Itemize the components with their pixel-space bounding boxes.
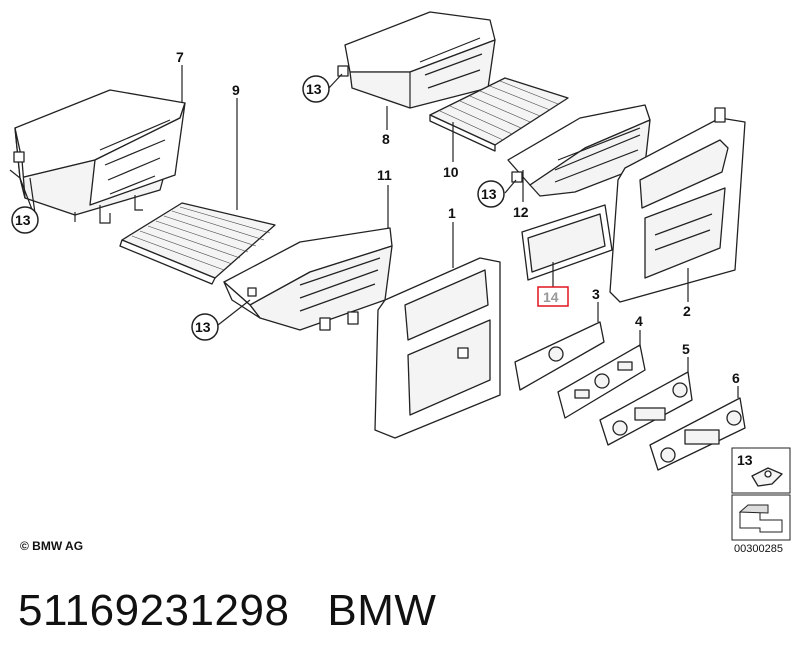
callout-14-highlight-box (537, 286, 569, 307)
callout-10: 10 (443, 164, 459, 180)
part-4-control-panel (557, 344, 646, 419)
callout-2: 2 (683, 303, 691, 319)
callout-13-c: 13 (195, 319, 211, 335)
callout-13-b: 13 (306, 81, 322, 97)
part-9-filter-mat (119, 202, 276, 285)
legend-13-label: 13 (737, 452, 753, 468)
part-11-storage-compartment (223, 227, 393, 331)
callout-1: 1 (448, 205, 456, 221)
footer-caption: 51169231298 BMW (18, 586, 436, 636)
part-number: 51169231298 (18, 586, 290, 635)
part-1-trim-panel (374, 257, 501, 439)
callout-9: 9 (232, 82, 240, 98)
part-2-trim-panel (609, 107, 746, 303)
callout-13-a: 13 (15, 212, 31, 228)
part-6-control-panel (649, 397, 746, 471)
part-10-filter-mat (429, 77, 569, 152)
callout-13-circle-b (302, 75, 330, 103)
callout-8: 8 (382, 131, 390, 147)
legend-arrow-box (731, 494, 791, 541)
part-8-storage-compartment (337, 11, 496, 109)
callout-14: 14 (543, 289, 559, 305)
brand-name: BMW (327, 586, 437, 635)
callout-6: 6 (732, 370, 740, 386)
callout-7: 7 (176, 49, 184, 65)
part-5-control-panel (599, 371, 693, 446)
callout-13-d: 13 (481, 186, 497, 202)
parts-diagram: 7 9 11 8 10 12 1 2 3 4 5 6 14 13 13 13 1… (9, 11, 791, 541)
legend-13-box: 13 (731, 447, 791, 494)
callout-12: 12 (513, 204, 529, 220)
part-12-storage-compartment (507, 104, 651, 197)
callout-13-circle-d (477, 180, 505, 208)
part-14-cover-plate (521, 204, 613, 281)
callout-5: 5 (682, 341, 690, 357)
callout-3: 3 (592, 286, 600, 302)
callout-13-circle-c (191, 313, 219, 341)
diagram-code: 00300285 (734, 543, 783, 555)
callout-11: 11 (377, 167, 392, 183)
leader-lines (9, 65, 739, 398)
part-7-storage-compartment (13, 89, 186, 224)
callout-4: 4 (635, 313, 643, 329)
part-3-control-panel (514, 321, 605, 391)
callout-13-circle-a (11, 206, 39, 234)
copyright-notice: © BMW AG (20, 539, 84, 553)
